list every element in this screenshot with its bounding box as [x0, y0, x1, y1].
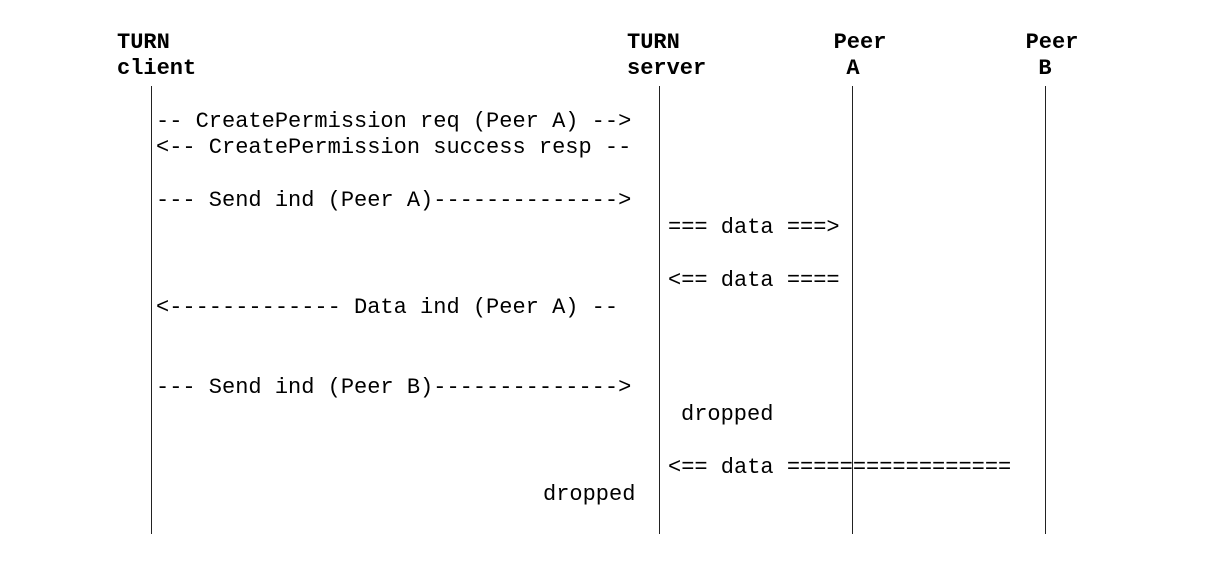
- msg-data-ind-peer-a: <------------- Data ind (Peer A) --: [156, 295, 619, 320]
- msg-createpermission-req: -- CreatePermission req (Peer A) -->: [156, 109, 632, 134]
- label-dropped-at-client: dropped: [543, 482, 636, 507]
- header-turn-client-line1: TURN: [117, 30, 170, 55]
- msg-send-ind-peer-a: --- Send ind (Peer A)-------------->: [156, 188, 632, 213]
- msg-send-ind-peer-b: --- Send ind (Peer B)-------------->: [156, 375, 632, 400]
- header-peer-b-line1: Peer: [1025, 30, 1079, 55]
- header-peer-a-line2: A: [846, 56, 860, 81]
- msg-data-to-peer-a: === data ===>: [668, 215, 840, 240]
- label-dropped-at-server: dropped: [681, 402, 774, 427]
- msg-data-from-peer-b: <== data =================: [668, 455, 1012, 480]
- header-turn-server-line1: TURN: [627, 30, 680, 55]
- msg-data-from-peer-a: <== data ====: [668, 268, 840, 293]
- lifeline-turn-client: [151, 86, 152, 534]
- lifeline-peer-a: [852, 86, 853, 534]
- msg-createpermission-resp: <-- CreatePermission success resp --: [156, 135, 632, 160]
- header-turn-server-line2: server: [627, 56, 707, 81]
- header-peer-b-line2: B: [1038, 56, 1052, 81]
- header-turn-client-line2: client: [117, 56, 197, 81]
- header-peer-a-line1: Peer: [833, 30, 887, 55]
- lifeline-turn-server: [659, 86, 660, 534]
- lifeline-peer-b: [1045, 86, 1046, 534]
